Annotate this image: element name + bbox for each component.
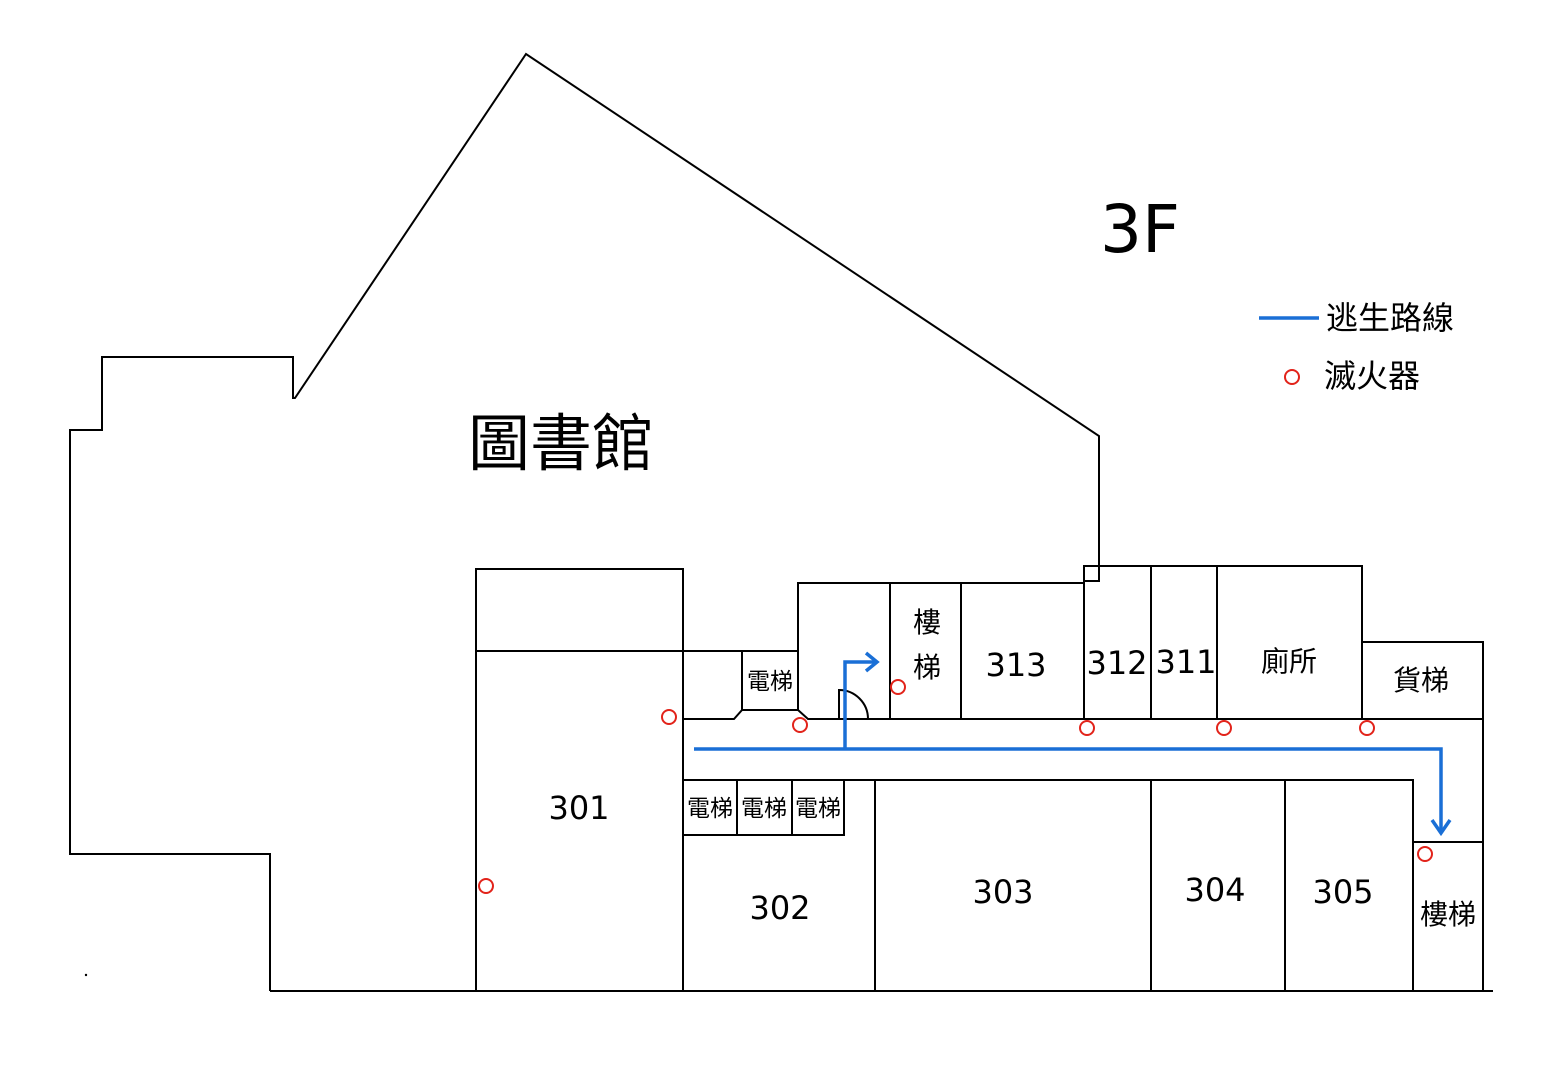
extinguisher-icon [1216, 720, 1232, 736]
stairs-right-label: 樓梯 [1420, 898, 1476, 931]
escape-route-main [694, 747, 1443, 831]
room-311-label: 311 [1155, 643, 1216, 681]
escape-route [694, 651, 1452, 837]
escape-route-branch [843, 660, 876, 749]
elevator-lower-label-3: 電梯 [795, 796, 841, 822]
library-label: 圖書館 [468, 407, 654, 480]
floor-label: 3F [1100, 191, 1180, 268]
legend-route-label: 逃生路線 [1326, 299, 1454, 337]
stray-dot [84, 973, 88, 977]
arrow-icon [864, 651, 880, 673]
extinguisher-icon [1079, 720, 1095, 736]
extinguisher-icon [792, 717, 808, 733]
extinguisher-icon [1284, 369, 1300, 385]
extinguisher-icon [661, 709, 677, 725]
extinguisher-icon [890, 679, 906, 695]
room-302-label: 302 [749, 889, 810, 927]
extinguishers [478, 679, 1433, 894]
room-304-label: 304 [1184, 871, 1245, 909]
extinguisher-icon [1359, 720, 1375, 736]
toilet-label: 廁所 [1261, 645, 1317, 678]
extinguisher-icon [478, 878, 494, 894]
upper-block-outline [797, 565, 1484, 991]
elevator-bank-lower [682, 779, 845, 836]
legend-extinguisher-label: 滅火器 [1324, 357, 1420, 395]
elevator-lower-label-1: 電梯 [687, 796, 733, 822]
corridor-south-wall [683, 779, 1414, 991]
elevator-upper [741, 650, 799, 711]
room-312-label: 312 [1086, 644, 1147, 682]
door-swing [838, 688, 869, 720]
room-303-label: 303 [972, 873, 1033, 911]
elevator-notch-right [797, 709, 1483, 720]
arrow-icon [1430, 819, 1452, 837]
extinguisher-icon [1417, 846, 1433, 862]
library-outline [69, 52, 1100, 991]
elevator-upper-label: 電梯 [747, 669, 793, 695]
stairs-upper-char-2: 梯 [913, 651, 941, 684]
freight-elevator-label: 貨梯 [1393, 664, 1449, 697]
corridor-north-wall [683, 650, 743, 720]
legend: 逃生路線 滅火器 [1259, 299, 1454, 395]
room-313-label: 313 [985, 646, 1046, 684]
room-305-label: 305 [1312, 873, 1373, 911]
elevator-lower-label-2: 電梯 [741, 796, 787, 822]
stairs-upper-char-1: 樓 [913, 606, 941, 639]
room-301-label: 301 [548, 789, 609, 827]
room-301 [475, 568, 684, 992]
